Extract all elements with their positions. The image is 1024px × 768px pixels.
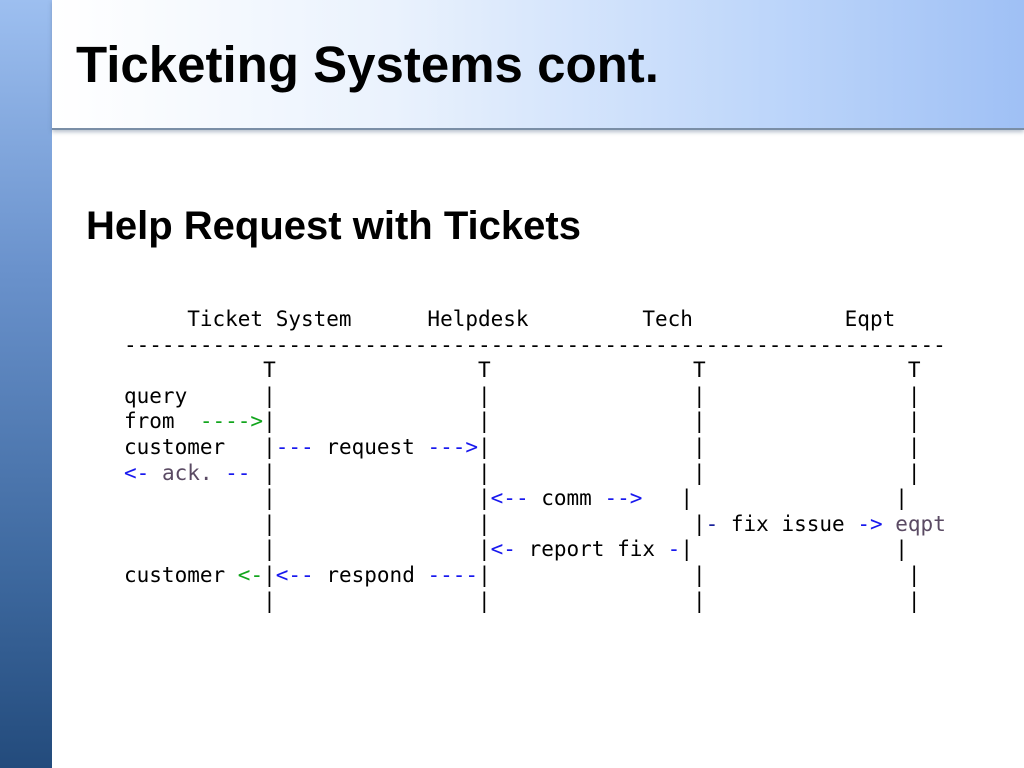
diagram-segment: comm [528, 486, 605, 511]
diagram-line: customer |--- request --->| | | [124, 435, 946, 461]
diagram-segment: eqpt [882, 511, 946, 536]
diagram-segment: -- [225, 460, 251, 485]
diagram-line: | |<-- comm --> | | [124, 486, 946, 512]
slide-title: Ticketing Systems cont. [76, 36, 659, 93]
diagram-segment: <- [237, 562, 264, 587]
diagram-line: <- ack. -- | | | | [124, 461, 946, 487]
slide-subtitle: Help Request with Tickets [86, 204, 581, 248]
diagram-line: | |<- report fix -| | [124, 537, 946, 563]
diagram-segment: <-- [490, 486, 529, 511]
diagram-segment: | [263, 562, 276, 587]
diagram-segment: | | [124, 486, 491, 511]
diagram-segment: ----> [199, 409, 264, 434]
diagram-segment: - [705, 511, 719, 536]
diagram-segment: | | | | [124, 588, 921, 613]
diagram-segment: customer | [124, 434, 276, 459]
title-band [52, 0, 1024, 130]
diagram-segment: fix issue [718, 511, 858, 536]
diagram-segment: T T T T [124, 358, 921, 383]
diagram-segment: | | [124, 537, 491, 562]
diagram-line: ----------------------------------------… [124, 333, 946, 359]
diagram-line: | | |- fix issue -> eqpt [124, 512, 946, 538]
diagram-segment: <- [124, 460, 150, 485]
left-accent-bar [0, 0, 52, 768]
diagram-segment: ack. [149, 460, 226, 485]
ticket-flow-diagram: Ticket System Helpdesk Tech Eqpt--------… [124, 307, 946, 614]
diagram-segment: | | | [478, 562, 921, 587]
diagram-segment: respond [313, 562, 428, 587]
diagram-line: query | | | | [124, 384, 946, 410]
diagram-segment: Ticket System Helpdesk Tech Eqpt [124, 307, 896, 331]
diagram-segment: ----------------------------------------… [124, 332, 946, 357]
diagram-segment: | | [642, 486, 908, 511]
diagram-line: | | | | [124, 589, 946, 615]
diagram-line: T T T T [124, 358, 946, 384]
diagram-segment: ---- [427, 562, 479, 587]
diagram-segment: | | | | [263, 409, 921, 434]
diagram-segment: ---> [427, 434, 479, 459]
diagram-segment: <- [490, 537, 516, 562]
diagram-line: customer <-|<-- respond ----| | | [124, 563, 946, 589]
diagram-segment: from [124, 409, 200, 434]
diagram-segment: -> [857, 511, 883, 536]
diagram-segment: | | | [478, 434, 921, 459]
diagram-line: Ticket System Helpdesk Tech Eqpt [124, 307, 946, 333]
diagram-segment: | | | [124, 511, 706, 536]
diagram-segment: <-- [275, 562, 314, 587]
diagram-segment: --> [604, 486, 643, 511]
diagram-segment: customer [124, 562, 238, 587]
diagram-segment: request [313, 434, 428, 459]
diagram-line: from ---->| | | | [124, 409, 946, 435]
diagram-segment: | | | | [250, 460, 921, 485]
diagram-segment: | | [680, 537, 908, 562]
diagram-segment: --- [275, 434, 314, 459]
diagram-segment: - [667, 537, 681, 562]
diagram-segment: report fix [515, 537, 668, 562]
diagram-segment: query | | | | [124, 383, 921, 408]
